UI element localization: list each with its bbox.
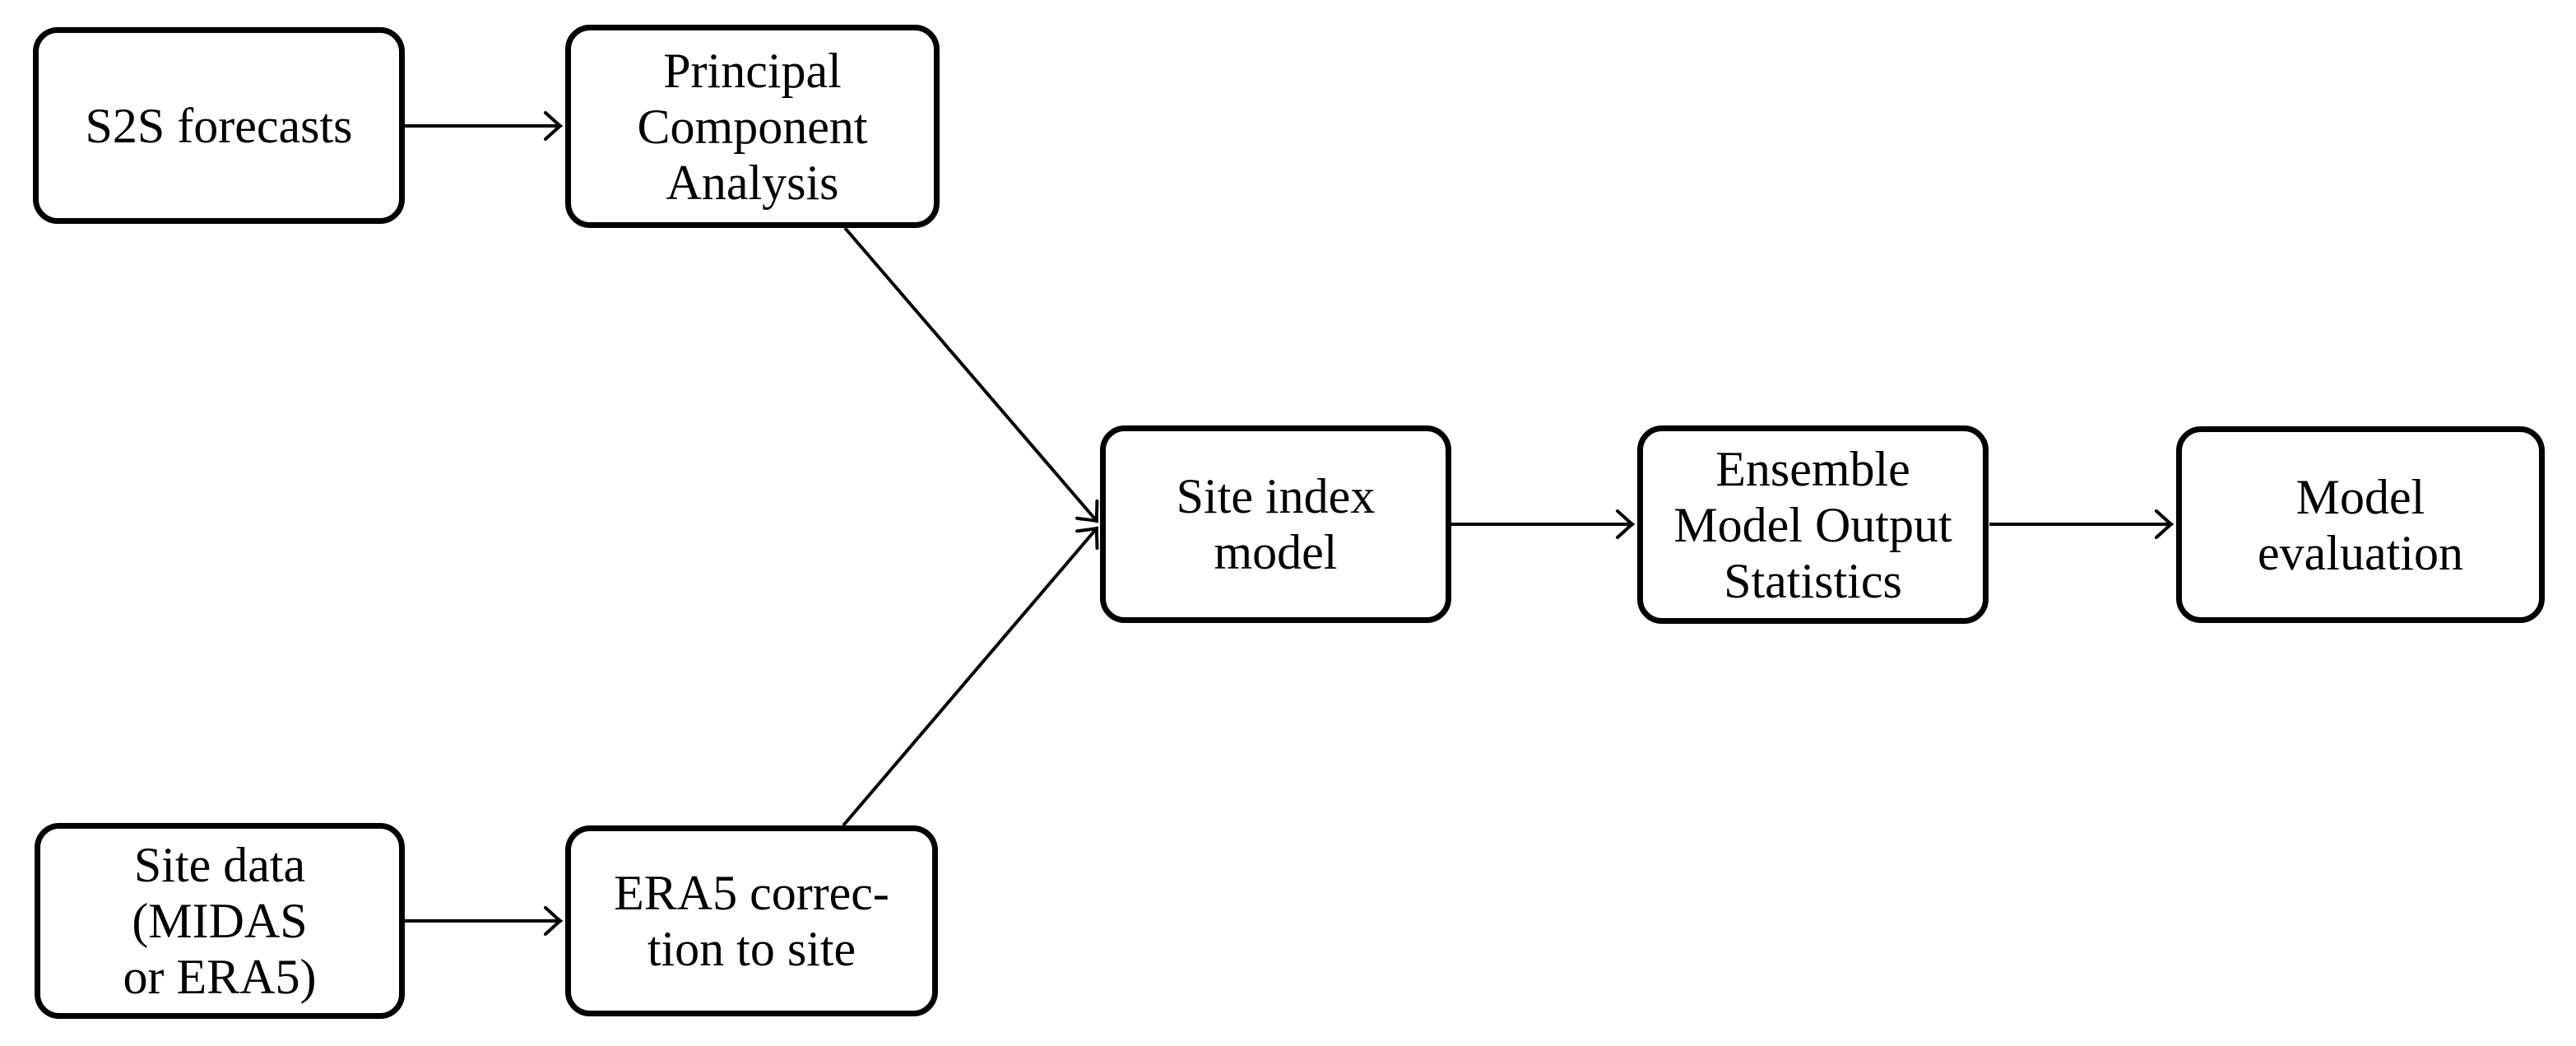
- node-era5-correction-to-site: ERA5 correc- tion to site: [565, 825, 938, 1016]
- edge-era5-to-siteindex: [842, 526, 1099, 827]
- node-s2s-forecasts: S2S forecasts: [33, 27, 405, 224]
- node-principal-component-analysis: Principal Component Analysis: [565, 25, 940, 228]
- node-model-evaluation: Model evaluation: [2176, 426, 2545, 623]
- node-site-index-model: Site index model: [1100, 425, 1451, 623]
- edge-pca-to-siteindex: [843, 226, 1099, 523]
- node-site-data: Site data (MIDAS or ERA5): [35, 823, 405, 1019]
- node-ensemble-model-output-statistics: Ensemble Model Output Statistics: [1637, 425, 1989, 624]
